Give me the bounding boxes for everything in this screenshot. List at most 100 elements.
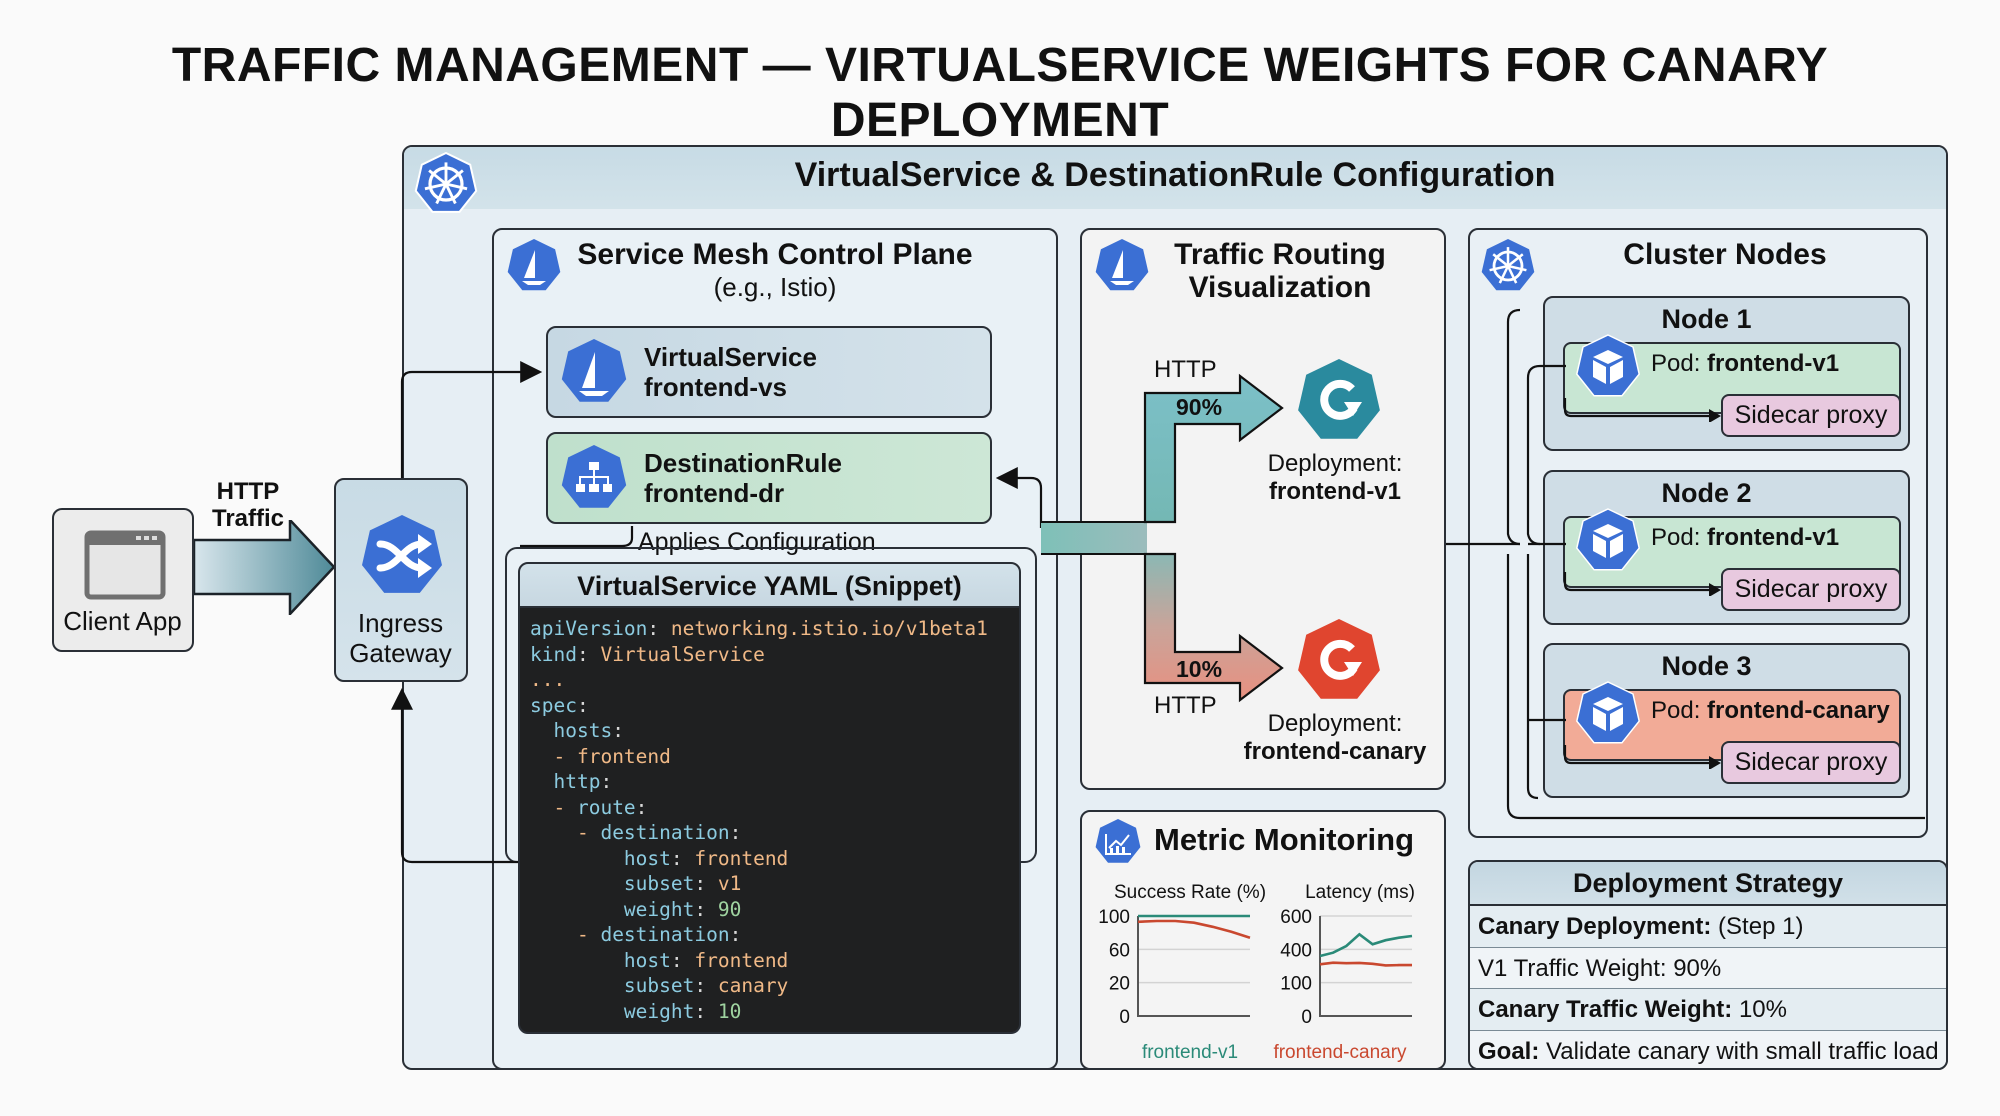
client-app-label: Client App xyxy=(63,606,182,636)
virtualservice-name: frontend-vs xyxy=(644,372,787,402)
yaml-token: v1 xyxy=(717,872,742,895)
istio-sail-icon xyxy=(507,239,561,291)
deployment-strategy-title: Deployment Strategy xyxy=(1470,862,1946,906)
strategy-row-key: Canary Traffic Weight: xyxy=(1478,996,1733,1023)
main-panel-title: VirtualService & DestinationRule Configu… xyxy=(794,156,1556,194)
yaml-line: http: xyxy=(530,769,988,795)
legend-label: frontend-canary xyxy=(1273,1042,1407,1063)
y-tick-label: 20 xyxy=(1109,974,1130,995)
destinationrule-box[interactable]: DestinationRule frontend-dr xyxy=(546,432,992,524)
sidecar-proxy-box[interactable]: Sidecar proxy xyxy=(1721,741,1901,784)
yaml-token: : xyxy=(670,846,695,870)
pod-cube-icon xyxy=(1575,681,1641,744)
yaml-token: networking.istio.io/v1beta1 xyxy=(670,617,988,640)
kubernetes-helm-icon xyxy=(414,152,478,213)
yaml-token: destination xyxy=(600,923,730,946)
deployment-v1-caption: Deployment: xyxy=(1267,450,1403,477)
chart-axis xyxy=(1137,916,1250,1017)
yaml-token: - xyxy=(530,821,601,844)
client-app-node[interactable]: Client App xyxy=(52,508,194,652)
yaml-token: : xyxy=(612,719,624,742)
yaml-token: : xyxy=(635,795,648,819)
strategy-row-key: Goal: xyxy=(1478,1037,1540,1065)
browser-window-icon xyxy=(84,530,166,600)
cluster-node[interactable]: Node 3 Pod: frontend-canary Sidecar prox… xyxy=(1543,643,1910,798)
pod-to-sidecar-arrow xyxy=(1563,398,1721,422)
sidecar-proxy-box[interactable]: Sidecar proxy xyxy=(1721,568,1901,611)
y-tick-label: 400 xyxy=(1280,940,1312,961)
kubernetes-helm-icon xyxy=(1481,239,1535,291)
destinationrule-name: frontend-dr xyxy=(644,478,785,508)
yaml-snippet-panel: VirtualService YAML (Snippet) apiVersion… xyxy=(518,562,1021,1034)
strategy-row: Goal: Validate canary with small traffic… xyxy=(1470,1030,1946,1068)
canary-protocol-label: HTTP xyxy=(1154,692,1217,719)
routing-to-destinationrule-connector xyxy=(995,467,1043,528)
istio-sail-icon xyxy=(1095,239,1149,291)
http-traffic-line1: HTTP xyxy=(216,478,280,505)
yaml-token: : xyxy=(729,821,742,844)
yaml-token: 90 xyxy=(717,897,742,921)
yaml-token: : xyxy=(694,974,718,997)
sidecar-proxy-box[interactable]: Sidecar proxy xyxy=(1721,394,1901,437)
virtualservice-kind: VirtualService xyxy=(644,342,817,372)
http-traffic-label: HTTP Traffic xyxy=(208,478,288,532)
chart-trend-icon xyxy=(1095,819,1141,863)
yaml-line: ... xyxy=(530,667,988,693)
cluster-bracket-outer xyxy=(1506,308,1521,546)
cluster-node[interactable]: Node 1 Pod: frontend-v1 Sidecar proxy xyxy=(1543,296,1910,451)
pod-to-sidecar-arrow xyxy=(1563,745,1721,769)
yaml-token: destination xyxy=(600,821,730,844)
http-traffic-arrow xyxy=(194,520,336,615)
deployment-canary-name: frontend-canary xyxy=(1243,738,1427,765)
yaml-token: - xyxy=(530,923,601,946)
yaml-token: : xyxy=(647,617,671,640)
yaml-token: kind xyxy=(530,642,577,666)
yaml-token: frontend xyxy=(694,948,789,972)
v1-route-arrow xyxy=(1143,373,1284,524)
hierarchy-icon xyxy=(561,445,627,508)
destinationrule-label: DestinationRule frontend-dr xyxy=(644,448,842,508)
strategy-row-value: (Step 1) xyxy=(1711,913,1804,940)
yaml-title: VirtualService YAML (Snippet) xyxy=(520,564,1019,608)
deployment-v1-icon xyxy=(1298,359,1380,439)
yaml-line: - route: xyxy=(530,795,988,821)
y-tick-label: 60 xyxy=(1109,940,1130,961)
yaml-token: host xyxy=(530,948,671,972)
y-tick-label: 0 xyxy=(1301,1007,1312,1028)
yaml-token: 10 xyxy=(717,999,742,1023)
strategy-row: Canary Deployment: (Step 1) xyxy=(1470,906,1946,948)
yaml-token: : xyxy=(576,693,589,717)
deployment-v1-name: frontend-v1 xyxy=(1269,478,1401,505)
control-plane-title: Service Mesh Control Plane xyxy=(577,238,973,271)
canary-route-arrow xyxy=(1143,552,1284,703)
v1-protocol-label: HTTP xyxy=(1154,356,1217,383)
yaml-token: : xyxy=(576,642,601,666)
yaml-line: - destination: xyxy=(530,820,988,846)
strategy-row-key: Canary Deployment: xyxy=(1478,913,1712,940)
pod-cube-icon xyxy=(1575,508,1641,571)
pod-name: frontend-v1 xyxy=(1707,350,1840,377)
shuffle-icon xyxy=(362,515,442,593)
http-traffic-line2: Traffic xyxy=(211,505,285,532)
ingress-line1: Ingress xyxy=(357,608,444,638)
control-plane-subtitle: (e.g., Istio) xyxy=(713,272,837,302)
ingress-gateway-node[interactable]: Ingress Gateway xyxy=(334,478,468,682)
strategy-row-value: V1 Traffic Weight: 90% xyxy=(1478,954,1722,982)
traffic-routing-panel xyxy=(1080,228,1446,790)
yaml-token: weight xyxy=(530,897,695,921)
cluster-node[interactable]: Node 2 Pod: frontend-v1 Sidecar proxy xyxy=(1543,470,1910,625)
yaml-to-gateway-connector xyxy=(391,687,518,864)
yaml-token: : xyxy=(694,872,718,895)
yaml-token: host xyxy=(530,846,671,870)
page-title: TRAFFIC MANAGEMENT — VIRTUALSERVICE WEIG… xyxy=(171,39,1829,147)
node-name: Node 2 xyxy=(1661,478,1752,508)
virtualservice-box[interactable]: VirtualService frontend-vs xyxy=(546,326,992,418)
yaml-token: : xyxy=(729,923,742,946)
main-panel-header xyxy=(404,147,1946,209)
yaml-token: - xyxy=(530,795,577,819)
canary-weight-label: 10% xyxy=(1176,656,1223,682)
pod-label: Pod: frontend-v1 xyxy=(1651,350,1839,378)
yaml-line: weight: 10 xyxy=(530,999,988,1025)
traffic-routing-title-line2: Visualization xyxy=(1188,271,1372,304)
